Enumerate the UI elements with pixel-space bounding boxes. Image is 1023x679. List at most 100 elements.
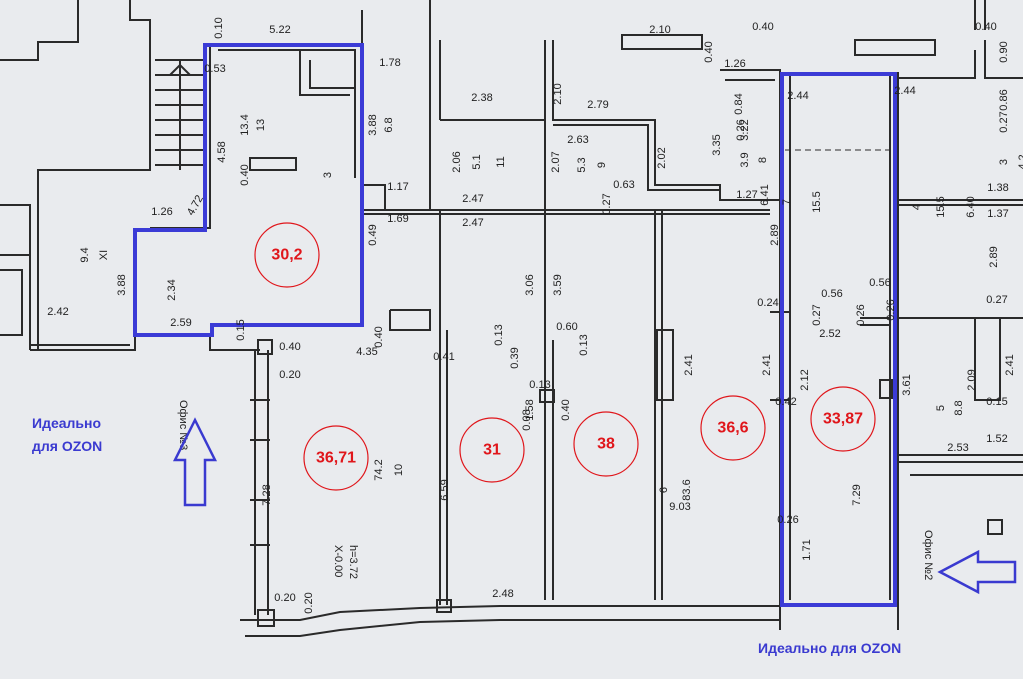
area-circle <box>254 222 320 288</box>
area-circle <box>810 386 876 452</box>
dimension-label: 8 <box>757 157 769 163</box>
dimension-label: 9.4 <box>79 247 91 262</box>
label-x-zero: X-0.00 <box>332 545 344 577</box>
dimension-label: 5 <box>935 405 947 411</box>
dimension-label: 1.52 <box>986 433 1007 445</box>
dimension-label: 2.79 <box>587 99 608 111</box>
dimension-label: 1.78 <box>379 57 400 69</box>
dimension-label: XI <box>98 250 110 260</box>
dimension-label: 0.26 <box>855 304 867 325</box>
dimension-label: 10 <box>393 464 405 476</box>
dimension-label: 3.06 <box>524 274 536 295</box>
dimension-label: 74.2 <box>373 459 385 480</box>
dimension-label: 0.42 <box>775 396 796 408</box>
note-left-line1: Идеально <box>32 415 101 431</box>
highlighted-rooms <box>133 43 897 607</box>
dimension-label: 0.20 <box>303 592 315 613</box>
dimension-label: 15.5 <box>811 191 823 212</box>
dimension-label: 0.40 <box>975 21 996 33</box>
dimension-label: 8.8 <box>953 400 965 415</box>
dimension-label: 2.41 <box>761 354 773 375</box>
dimension-label: 0.15 <box>986 396 1007 408</box>
dimension-label: 2.41 <box>1004 354 1016 375</box>
walls <box>0 0 1023 637</box>
area-circle <box>700 395 766 461</box>
dimension-label: 2.52 <box>819 328 840 340</box>
area-circle <box>573 411 639 477</box>
dimension-label: 6.41 <box>759 184 771 205</box>
dimension-label: 2.12 <box>799 369 811 390</box>
dimension-label: 6 <box>658 487 670 493</box>
dimension-label: 2.48 <box>492 588 513 600</box>
dimension-label: 5.22 <box>269 24 290 36</box>
dimension-label: 1.71 <box>801 539 813 560</box>
dimension-label: 2.63 <box>567 134 588 146</box>
dimension-label: 4.2 <box>1017 154 1023 169</box>
dimension-label: 4.58 <box>216 141 228 162</box>
dimension-label: 9.03 <box>669 501 690 513</box>
dimension-label: 0.26 <box>777 514 798 526</box>
dimension-label: 2.44 <box>787 90 808 102</box>
dimension-label: 2.89 <box>988 246 1000 267</box>
dimension-label: 3.59 <box>552 274 564 295</box>
dimension-label: 0.20 <box>274 592 295 604</box>
dimension-label: 0.56 <box>869 277 890 289</box>
dimension-label: 3.22 <box>739 119 751 140</box>
dimension-label: 2.41 <box>683 354 695 375</box>
dimension-label: 6.8 <box>383 117 395 132</box>
dimension-label: 3.9 <box>739 152 751 167</box>
dimension-label: 0.40 <box>239 164 251 185</box>
area-circle <box>303 425 369 491</box>
dimension-label: 1.27 <box>736 189 757 201</box>
dimension-label: 9 <box>596 162 608 168</box>
dimension-label: 0.63 <box>613 179 634 191</box>
dimension-label: 0.40 <box>279 341 300 353</box>
dimension-label: 0.26 <box>735 119 747 140</box>
dimension-label: 0.15 <box>235 319 247 340</box>
dimension-label: 2.10 <box>552 83 564 104</box>
dimension-label: 2.53 <box>947 442 968 454</box>
area-value-label: 31 <box>483 442 501 459</box>
dimension-label: 6.40 <box>965 196 977 217</box>
dimension-label: 0.40 <box>752 21 773 33</box>
dimension-label: 2.09 <box>966 369 978 390</box>
dimension-label: 1.26 <box>724 58 745 70</box>
dimension-label: 0.39 <box>509 347 521 368</box>
dimension-label: 13.4 <box>239 114 251 135</box>
dimension-label: 1.26 <box>151 206 172 218</box>
dimension-label: 15.5 <box>935 196 947 217</box>
dimension-label: 83.6 <box>681 479 693 500</box>
dimension-label: 5.1 <box>471 154 483 169</box>
dimension-label: 0.08 <box>521 409 533 430</box>
dimension-label: 1.37 <box>987 208 1008 220</box>
dimension-label: 7.29 <box>851 484 863 505</box>
dimension-label: 0.27 <box>986 294 1007 306</box>
dimension-label: 0.60 <box>556 321 577 333</box>
dimension-label: 3.35 <box>711 134 723 155</box>
dimension-label: 2.89 <box>769 224 781 245</box>
dimension-label: 1.38 <box>987 182 1008 194</box>
dimension-label: 0.90 <box>998 41 1010 62</box>
dimension-label: 0.40 <box>373 326 385 347</box>
dimension-label: 6.59 <box>439 479 451 500</box>
dimension-label: 4 <box>911 204 923 210</box>
arrow-left-icon <box>937 549 1017 595</box>
dimension-label: 0.86 <box>998 89 1010 110</box>
area-value-label: 38 <box>597 436 615 453</box>
dimension-label: 2.34 <box>166 279 178 300</box>
area-value-label: 36,6 <box>717 420 748 437</box>
dimension-label: 0.27 <box>601 193 613 214</box>
dimension-label: 2.06 <box>451 151 463 172</box>
dimension-label: 2.38 <box>471 92 492 104</box>
dimension-label: 2.47 <box>462 193 483 205</box>
dimension-label: 2.10 <box>649 24 670 36</box>
dimension-label: 7.28 <box>261 484 273 505</box>
area-value-label: 33,87 <box>823 411 863 428</box>
dimension-label: 0.53 <box>204 63 225 75</box>
dimension-label: 3.88 <box>367 114 379 135</box>
dimension-label: 0.26 <box>885 299 897 320</box>
dimension-label: 0.24 <box>757 297 778 309</box>
dimension-label: 7 <box>781 199 793 205</box>
